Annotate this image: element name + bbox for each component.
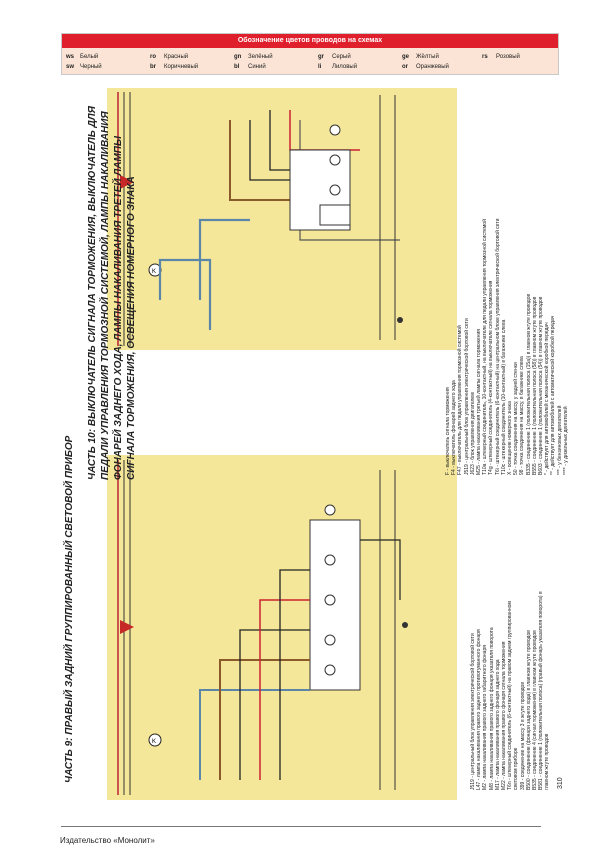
diagram-10-background [107, 88, 457, 350]
footer-divider [61, 826, 541, 827]
lamp-symbol-icon [324, 634, 336, 646]
lamp-symbol-icon [324, 554, 336, 566]
wire-red [259, 599, 310, 780]
ground-point-icon [402, 622, 408, 628]
part10-legend: F - выключатель сигнала торможения F4 - … [445, 218, 569, 475]
k-badge-label: K [152, 739, 156, 745]
wire-black [239, 629, 310, 780]
lamp-symbol-icon [324, 594, 336, 606]
warning-triangle-icon [120, 620, 134, 634]
publisher-name: Издательство «Монолит» [60, 836, 155, 845]
lamp-symbol-icon [329, 184, 341, 196]
page-number: 310 [557, 777, 564, 789]
lamp-symbol-icon [329, 154, 341, 166]
wire-color-legend: Обозначение цветов проводов на схемах ws… [61, 33, 559, 75]
wire-blue [199, 689, 310, 780]
part9-legend: J519 - центральный блок управления элект… [470, 591, 551, 790]
wire-brown [229, 120, 290, 201]
taillight-unit [309, 519, 361, 691]
k-badge-label: K [152, 269, 156, 275]
part9-title: ЧАСТЬ 9: ПРАВЫЙ ЗАДНИЙ ГРУППИРОВАННЫЙ СВ… [64, 435, 75, 783]
part10-title: ЧАСТЬ 10: ВЫКЛЮЧАТЕЛЬ СИГНАЛА ТОРМОЖЕНИЯ… [87, 106, 137, 480]
warning-triangle-icon [120, 175, 134, 189]
wire-blue [198, 218, 250, 300]
wire-blue [158, 258, 212, 330]
ground-point-icon [397, 317, 403, 323]
wire-black [279, 569, 310, 780]
k-badge-icon [148, 733, 162, 747]
lamp-component [319, 204, 351, 226]
lamp-symbol-icon [329, 124, 341, 136]
legend-title: Обозначение цветов проводов на схемах [62, 34, 558, 48]
lamp-symbol-icon [324, 504, 336, 516]
lamp-symbol-icon [324, 664, 336, 676]
wire-black [360, 539, 401, 600]
diagram-9-background [107, 455, 457, 800]
